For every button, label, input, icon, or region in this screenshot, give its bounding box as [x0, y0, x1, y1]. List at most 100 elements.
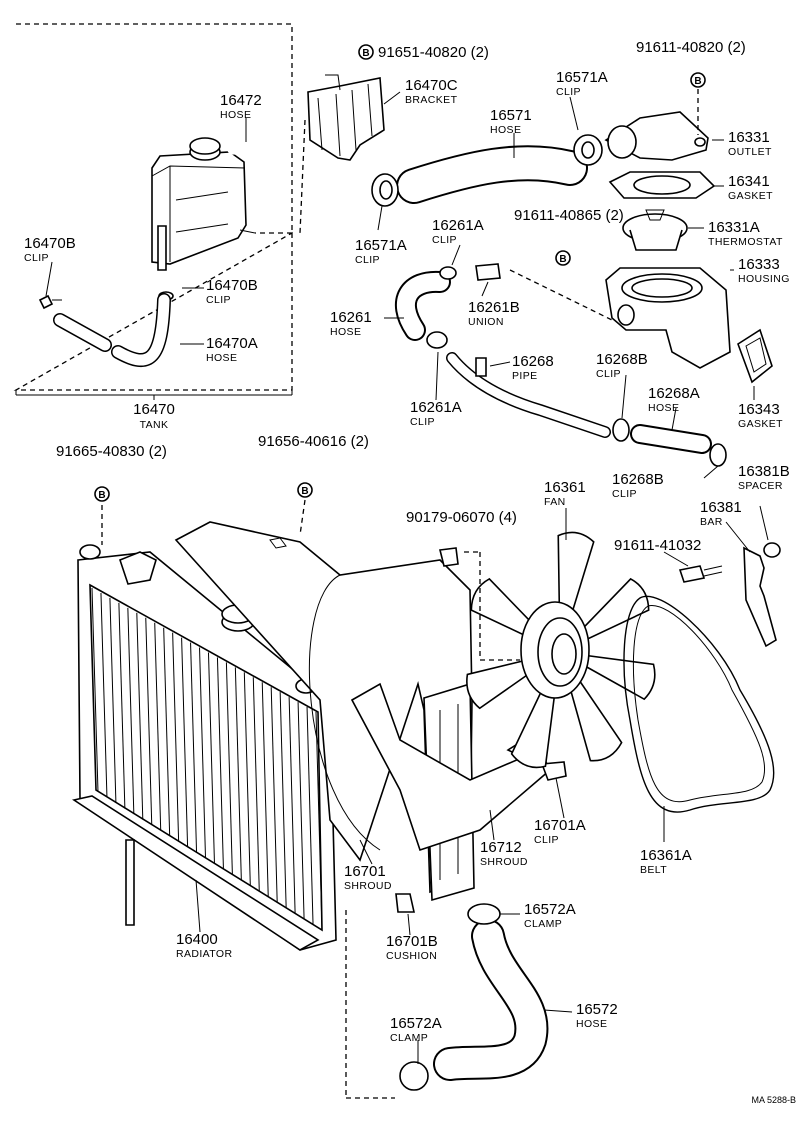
part-label-16572: 16572 HOSE	[576, 1001, 618, 1030]
radiator-fin-line	[91, 587, 99, 793]
bolt-symbol-91656: B	[297, 482, 313, 498]
water-pipe-drawing	[446, 352, 727, 467]
svg-text:CLIP: CLIP	[206, 294, 231, 306]
lower-hose-drawing	[345, 903, 549, 1099]
tank-group-outline	[13, 23, 293, 400]
bolt-symbol-91611-40820: B	[690, 72, 706, 88]
part-label-91665: 91665-40830 (2)	[56, 443, 167, 460]
radiator-fin-line	[199, 647, 207, 859]
part-label-91611-41032: 91611-41032	[614, 537, 701, 554]
radiator-fin-line	[243, 672, 251, 886]
svg-text:16343: 16343	[738, 401, 780, 418]
part-label-16400: 16400 RADIATOR	[176, 931, 232, 960]
svg-text:16268B: 16268B	[596, 351, 648, 368]
part-label-16261: 16261 HOSE	[330, 309, 372, 338]
part-label-16470b-right: 16470B CLIP	[206, 277, 258, 306]
part-label-16333: 16333 HOUSING	[738, 256, 790, 285]
part-label-16331: 16331 OUTLET	[728, 129, 772, 158]
part-label-91611-40865: 91611-40865 (2)	[514, 207, 624, 224]
part-label-16381: 16381 BAR	[700, 499, 742, 528]
svg-text:CLIP: CLIP	[612, 488, 637, 500]
svg-text:HOSE: HOSE	[220, 109, 251, 121]
part-label-16571: 16571 HOSE	[490, 107, 532, 136]
svg-text:HOSE: HOSE	[648, 402, 679, 414]
svg-text:16571A: 16571A	[355, 237, 407, 254]
radiator-drawing	[71, 499, 337, 951]
part-label-16571a-top: 16571A CLIP	[556, 69, 608, 98]
svg-text:CLIP: CLIP	[432, 234, 457, 246]
svg-text:91651-40820 (2): 91651-40820 (2)	[378, 44, 489, 61]
part-label-16470b-left: 16470B CLIP	[24, 235, 76, 264]
tank-clips-drawing	[38, 291, 174, 310]
svg-text:16341: 16341	[728, 173, 770, 190]
part-label-16572a-top: 16572A CLAMP	[524, 901, 576, 930]
part-label-16701: 16701 SHROUD	[344, 863, 392, 892]
radiator-fin-line	[270, 687, 278, 903]
svg-text:SHROUD: SHROUD	[480, 856, 528, 868]
svg-text:FAN: FAN	[544, 496, 566, 508]
part-label-16571a-left: 16571A CLIP	[355, 237, 407, 266]
reservoir-tank-drawing	[151, 137, 256, 271]
radiator-fin-line	[172, 632, 180, 842]
svg-text:B: B	[559, 254, 566, 265]
svg-text:HOSE: HOSE	[330, 326, 361, 338]
gasket-16343-drawing	[737, 328, 773, 384]
svg-text:CLIP: CLIP	[596, 368, 621, 380]
part-label-16470a: 16470A HOSE	[206, 335, 258, 364]
svg-text:91611-40865 (2): 91611-40865 (2)	[514, 207, 624, 224]
part-label-16701b: 16701B CUSHION	[386, 933, 438, 962]
part-label-16268b-bottom: 16268B CLIP	[612, 471, 664, 500]
leader-lines	[45, 91, 769, 1064]
svg-text:16572A: 16572A	[390, 1015, 442, 1032]
part-label-16261a-bottom: 16261A CLIP	[410, 399, 462, 428]
svg-text:16381: 16381	[700, 499, 742, 516]
part-label-16261a-top: 16261A CLIP	[432, 217, 484, 246]
svg-text:BRACKET: BRACKET	[405, 94, 458, 106]
svg-text:TANK: TANK	[140, 419, 169, 431]
part-label-16572a-bottom: 16572A CLAMP	[390, 1015, 442, 1044]
part-label-91656: 91656-40616 (2)	[258, 433, 369, 450]
bolt-symbol-91651: B	[358, 44, 374, 60]
radiator-fin-line	[163, 627, 171, 837]
part-label-16361: 16361 FAN	[544, 479, 586, 508]
svg-text:HOSE: HOSE	[490, 124, 521, 136]
svg-text:16712: 16712	[480, 839, 522, 856]
svg-text:CLIP: CLIP	[556, 86, 581, 98]
bolt-symbol-91611-40865: B	[555, 250, 571, 266]
svg-text:16261: 16261	[330, 309, 372, 326]
part-label-16343: 16343 GASKET	[738, 401, 783, 430]
radiator-fin-line	[216, 657, 224, 870]
upper-hose-drawing	[371, 134, 603, 207]
radiator-fin-line	[207, 652, 215, 864]
radiator-fin-line	[315, 711, 323, 931]
svg-text:91656-40616 (2): 91656-40616 (2)	[258, 433, 369, 450]
radiator-fin-line	[181, 637, 189, 848]
radiator-fin-line	[136, 612, 144, 820]
svg-text:B: B	[98, 490, 105, 501]
part-label-16268: 16268 PIPE	[512, 353, 554, 382]
svg-text:PIPE: PIPE	[512, 370, 538, 382]
gasket-16341-drawing	[608, 171, 716, 199]
radiator-fin-line	[127, 607, 135, 815]
svg-text:CLIP: CLIP	[355, 254, 380, 266]
part-label-16361a: 16361A BELT	[640, 847, 692, 876]
svg-text:16381B: 16381B	[738, 463, 790, 480]
svg-text:HOUSING: HOUSING	[738, 273, 790, 285]
svg-text:16400: 16400	[176, 931, 218, 948]
radiator-fin-line	[261, 682, 269, 897]
part-label-16712: 16712 SHROUD	[480, 839, 528, 868]
svg-text:16361: 16361	[544, 479, 586, 496]
part-label-91611-40820: 91611-40820 (2)	[636, 39, 746, 56]
svg-text:UNION: UNION	[468, 316, 504, 328]
svg-text:GASKET: GASKET	[738, 418, 783, 430]
svg-text:16331: 16331	[728, 129, 770, 146]
svg-text:B: B	[694, 76, 701, 87]
outlet-drawing	[604, 80, 709, 161]
svg-text:16470A: 16470A	[206, 335, 258, 352]
belt-drawing	[623, 595, 775, 813]
part-label-16341: 16341 GASKET	[728, 173, 773, 202]
svg-text:16571: 16571	[490, 107, 532, 124]
radiator-fin-line	[109, 597, 117, 804]
fan-drawing	[439, 531, 656, 769]
svg-text:SPACER: SPACER	[738, 480, 783, 492]
